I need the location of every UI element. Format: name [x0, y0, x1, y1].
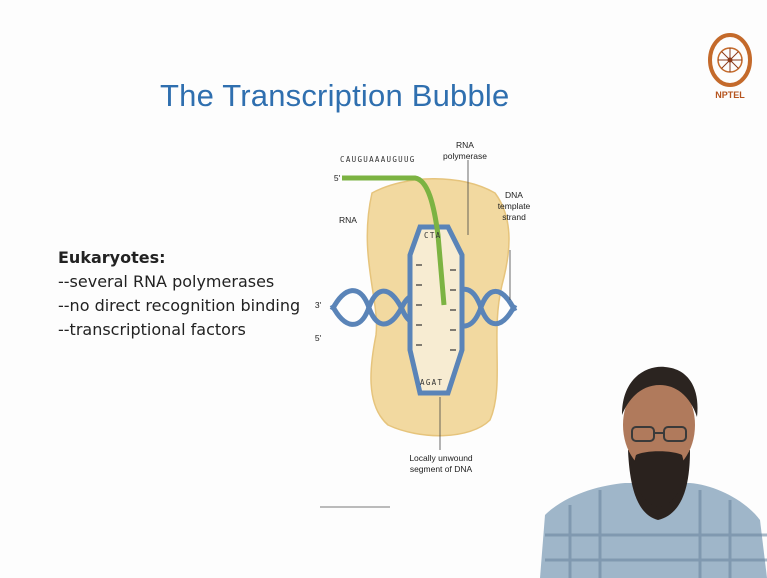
nptel-logo: NPTEL: [706, 30, 754, 110]
copyright-smudge-icon: [320, 505, 390, 509]
three-prime-label-left: 3': [312, 300, 324, 311]
rna-sequence: CAUGUAAAUGUUG: [340, 155, 416, 164]
transcription-bubble-diagram: CAUGUAAAUGUUG CTA AGAT RNA polymerase DN…: [310, 135, 540, 515]
five-prime-label-left: 5': [312, 333, 324, 344]
bubble-top-sequence: CTA: [424, 231, 441, 240]
bullet-item: --no direct recognition binding: [58, 294, 300, 318]
rna-polymerase-label: RNA polymerase: [435, 140, 495, 162]
speaker-figure: [540, 355, 767, 578]
bullet-item: --transcriptional factors: [58, 318, 300, 342]
slide-title: The Transcription Bubble: [160, 78, 509, 114]
nptel-emblem-icon: [706, 30, 754, 90]
locally-unwound-label: Locally unwound segment of DNA: [406, 453, 476, 475]
speaker-video: [540, 355, 767, 578]
rna-label: RNA: [338, 215, 358, 226]
copyright-note: [320, 505, 390, 510]
logo-text: NPTEL: [706, 90, 754, 100]
bullet-heading: Eukaryotes:: [58, 246, 300, 270]
five-prime-label-top: 5': [332, 173, 342, 184]
bullet-item: --several RNA polymerases: [58, 270, 300, 294]
bubble-bottom-sequence: AGAT: [420, 378, 443, 387]
bullet-list: Eukaryotes: --several RNA polymerases --…: [58, 246, 300, 342]
dna-template-strand-label: DNA template strand: [492, 190, 536, 223]
